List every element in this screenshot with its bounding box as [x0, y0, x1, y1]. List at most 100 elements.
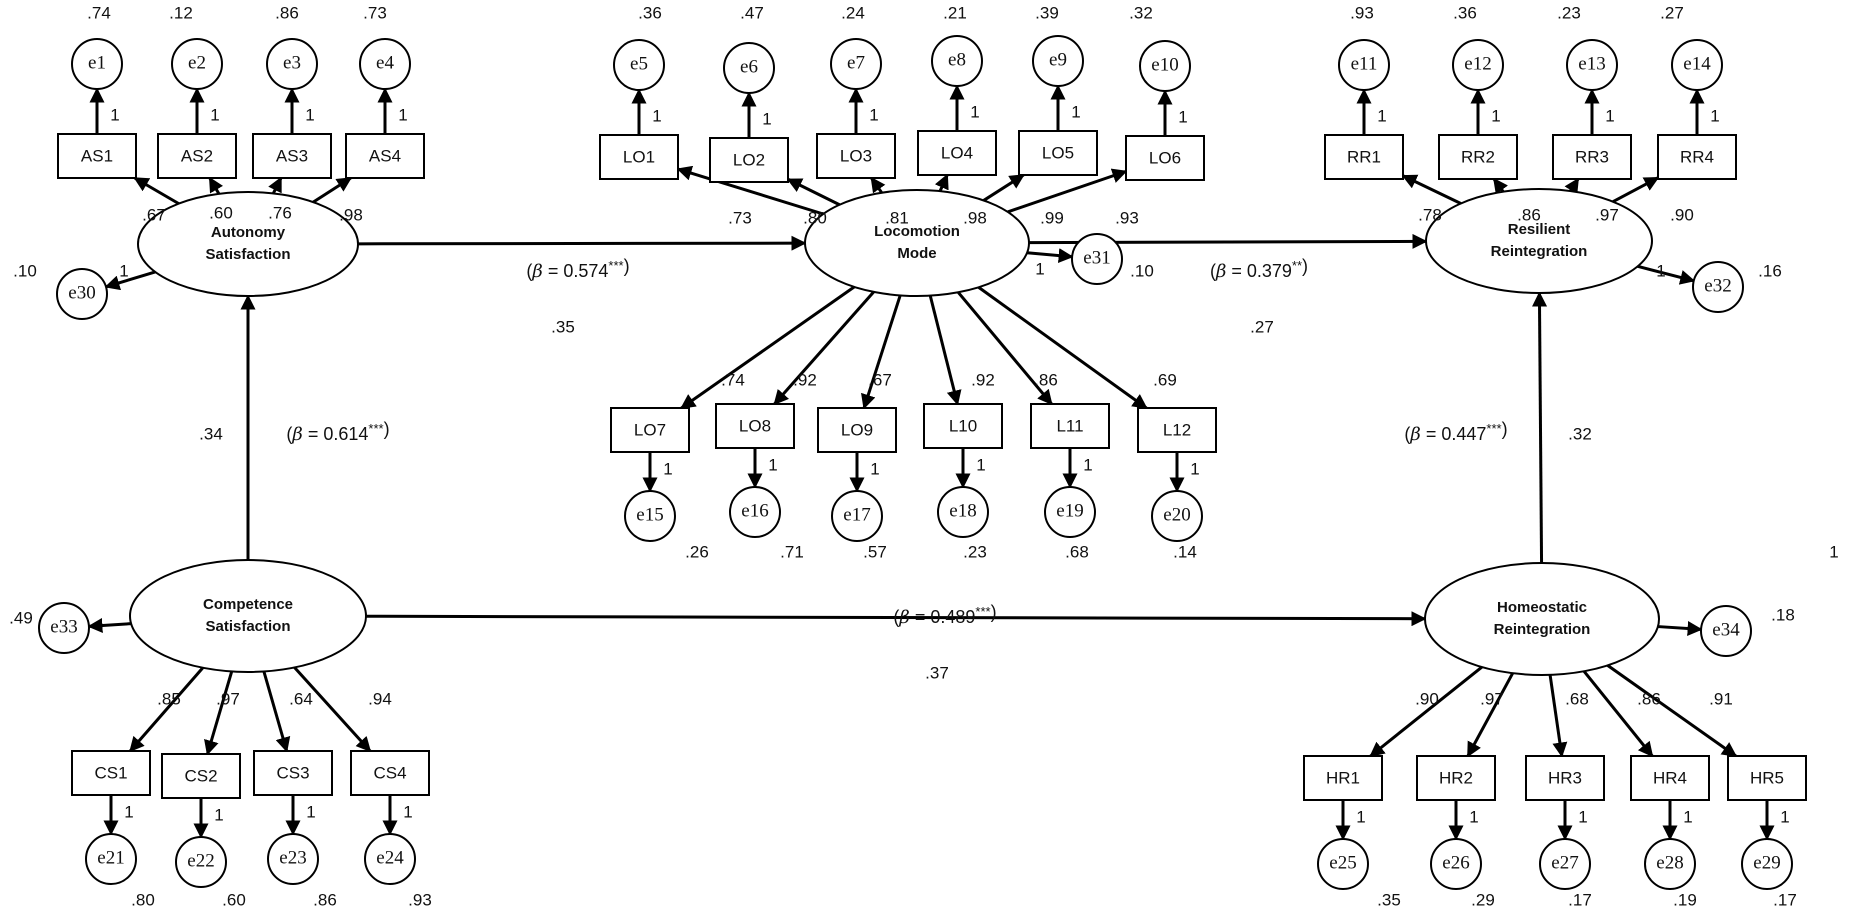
loading-arrow-CS3 — [262, 671, 291, 753]
beta-autonomy_to_locomotion-stars: *** — [608, 258, 623, 273]
error-e8-label: e8 — [948, 49, 966, 70]
fixed-loading-CS3: 1 — [306, 802, 315, 821]
indicator-AS3-box — [252, 133, 332, 179]
error-variance-LO2: .47 — [740, 3, 764, 22]
fixed-loading-RR1: 1 — [1377, 106, 1386, 125]
error-variance-LO1: .36 — [638, 3, 662, 22]
indicator-HR2-label: HR2 — [1439, 768, 1473, 787]
indicator-HR2: HR2 — [1416, 755, 1496, 801]
indicator-RR2-label: RR2 — [1461, 147, 1495, 166]
loading-arrow-AS3 — [268, 176, 283, 195]
error-e19: e19 — [1044, 486, 1096, 538]
beta-locomotion_to_resilient-beta-symbol: β — [1215, 261, 1226, 282]
indicator-RR4-box — [1657, 134, 1737, 180]
indicator-LO7: LO7 — [610, 407, 690, 453]
fixed-loading-AS1: 1 — [110, 105, 119, 124]
error-e7-label: e7 — [847, 52, 865, 73]
latent-locomotion-line2: Mode — [897, 245, 936, 262]
error-variance-LO6: .32 — [1129, 3, 1153, 22]
error-e25-circle — [1317, 838, 1369, 890]
error-e22: e22 — [175, 836, 227, 888]
residual-arrow-e32 — [1637, 264, 1696, 285]
fixed-loading-LO4: 1 — [970, 102, 979, 121]
loading-arrow-LO3 — [870, 176, 886, 194]
beta-locomotion_to_resilient-stars: ** — [1292, 258, 1302, 273]
fixed-loading-LO8: 1 — [768, 455, 777, 474]
indicator-CS1: CS1 — [71, 750, 151, 796]
fixed-loading-CS4: 1 — [403, 802, 412, 821]
error-e18-label: e18 — [949, 500, 976, 521]
indicator-L12-label: L12 — [1163, 420, 1191, 439]
loading-arrow-LO8 — [773, 290, 875, 406]
loading-arrow-CS2 — [204, 671, 234, 756]
error-variance-L10: .23 — [963, 542, 987, 561]
error-e10: e10 — [1139, 40, 1191, 92]
indicator-CS1-box — [71, 750, 151, 796]
error-e22-label: e22 — [187, 850, 214, 871]
error-e13-circle — [1566, 39, 1618, 91]
indicator-LO3: LO3 — [816, 133, 896, 179]
indicator-AS4-label: AS4 — [369, 146, 401, 165]
beta-competence_to_autonomy-beta-prefix: ( — [286, 424, 292, 444]
loading-HR1: .90 — [1415, 689, 1439, 708]
residual-e31: e31 — [1071, 233, 1123, 285]
fixed-loading-CS1: 1 — [124, 802, 133, 821]
loading-CS4: .94 — [368, 689, 392, 708]
residual-fixed-e31: 1 — [1035, 259, 1044, 278]
indicator-LO5: LO5 — [1018, 130, 1098, 176]
fixed-loading-AS3: 1 — [305, 105, 314, 124]
error-variance-L12: .14 — [1173, 542, 1197, 561]
error-e14-label: e14 — [1683, 53, 1711, 74]
indicator-HR3: HR3 — [1525, 755, 1605, 801]
error-variance-HR5: .17 — [1773, 890, 1797, 909]
error-variance-LO7: .26 — [685, 542, 709, 561]
loading-arrow-LO5 — [982, 173, 1025, 202]
indicator-AS4-box — [345, 133, 425, 179]
residual-e30-label: e30 — [68, 282, 95, 303]
error-variance-LO8: .71 — [780, 542, 804, 561]
indicator-LO2: LO2 — [709, 137, 789, 183]
residual-e32: e32 — [1692, 261, 1744, 313]
loading-arrow-L11 — [957, 291, 1053, 406]
loading-CS3: .64 — [289, 689, 313, 708]
error-variance-AS2: .12 — [169, 3, 193, 22]
error-e3: e3 — [266, 38, 318, 90]
error-variance-CS4: .93 — [408, 890, 432, 909]
indicator-CS4-label: CS4 — [373, 763, 406, 782]
residual-value-e33: .49 — [9, 608, 33, 627]
fixed-loading-HR5: 1 — [1780, 807, 1789, 826]
error-e9: e9 — [1032, 35, 1084, 87]
beta-competence_to_homeostatic-beta-prefix: ( — [893, 607, 899, 627]
fixed-loading-LO6: 1 — [1178, 107, 1187, 126]
error-e4-circle — [359, 38, 411, 90]
indicator-LO4: LO4 — [917, 130, 997, 176]
loading-L11: .86 — [1034, 370, 1058, 389]
loading-arrow-L10 — [928, 295, 962, 406]
error-e19-circle — [1044, 486, 1096, 538]
error-e29: e29 — [1741, 838, 1793, 890]
error-e16-label: e16 — [741, 500, 768, 521]
error-e24-circle — [364, 833, 416, 885]
indicator-LO6-label: LO6 — [1149, 148, 1181, 167]
loading-arrow-HR1 — [1369, 665, 1483, 758]
fixed-loading-CS2: 1 — [214, 805, 223, 824]
path-arrows — [87, 84, 1775, 841]
fixed-loading-AS2: 1 — [210, 105, 219, 124]
indicator-AS2: AS2 — [157, 133, 237, 179]
diagram-labels: .671.74.601.12.761.86.981.73.731.36.801.… — [9, 3, 1839, 909]
loading-arrow-HR3 — [1548, 674, 1568, 758]
loading-arrow-RR4 — [1612, 176, 1660, 204]
error-e11-label: e11 — [1351, 53, 1378, 74]
error-e8-circle — [931, 35, 983, 87]
indicator-RR3: RR3 — [1552, 134, 1632, 180]
error-e2-label: e2 — [188, 52, 206, 73]
error-e14-circle — [1671, 39, 1723, 91]
indicator-HR3-box — [1525, 755, 1605, 801]
error-e21-label: e21 — [97, 847, 124, 868]
error-e2-circle — [171, 38, 223, 90]
loading-HR4: .86 — [1637, 689, 1661, 708]
indicator-LO9: LO9 — [817, 407, 897, 453]
error-e17-circle — [831, 490, 883, 542]
indicator-RR1: RR1 — [1324, 134, 1404, 180]
loading-arrow-HR5 — [1606, 664, 1738, 758]
